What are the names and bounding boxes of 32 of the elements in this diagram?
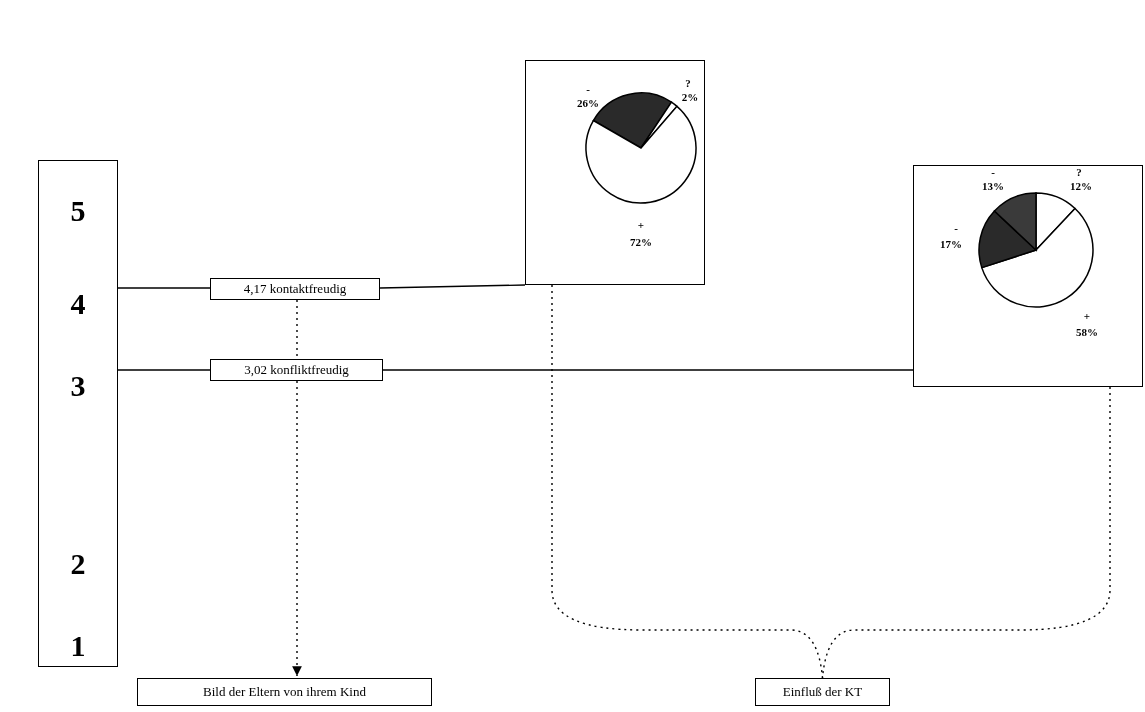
percent-label: 13% [982,180,1004,193]
category-sign: - [991,166,995,179]
pie-chart-panel [525,60,705,285]
label-box: 3,02 konfliktfreudig [210,359,383,381]
category-sign: + [1083,310,1091,323]
category-sign: ? [685,77,691,90]
pie-chart-panel [913,165,1143,387]
percent-label: 12% [1070,180,1092,193]
category-sign: - [586,83,590,96]
arrow [292,380,302,677]
percent-label: 17% [940,238,962,251]
connector-line [117,369,211,371]
percent-label: 58% [1076,326,1098,339]
connector-line [382,369,914,371]
scale-number: 4 [69,289,87,319]
scale-number: 1 [69,631,87,661]
percent-label: 2% [681,91,699,104]
scale-number: 3 [69,371,87,401]
label-box: Einfluß der KT [755,678,890,706]
connector-line [379,284,526,289]
category-sign: + [637,219,645,232]
label-box: 4,17 kontaktfreudig [210,278,380,300]
scale-number: 2 [69,549,87,579]
connector-line [117,287,211,289]
percent-label: 72% [630,236,652,249]
rating-scale [38,160,118,667]
category-sign: - [954,222,958,235]
brace-line [551,284,824,679]
percent-label: 26% [577,97,599,110]
label-box: Bild der Eltern von ihrem Kind [137,678,432,706]
category-sign: ? [1076,166,1082,179]
scale-number: 5 [69,196,87,226]
